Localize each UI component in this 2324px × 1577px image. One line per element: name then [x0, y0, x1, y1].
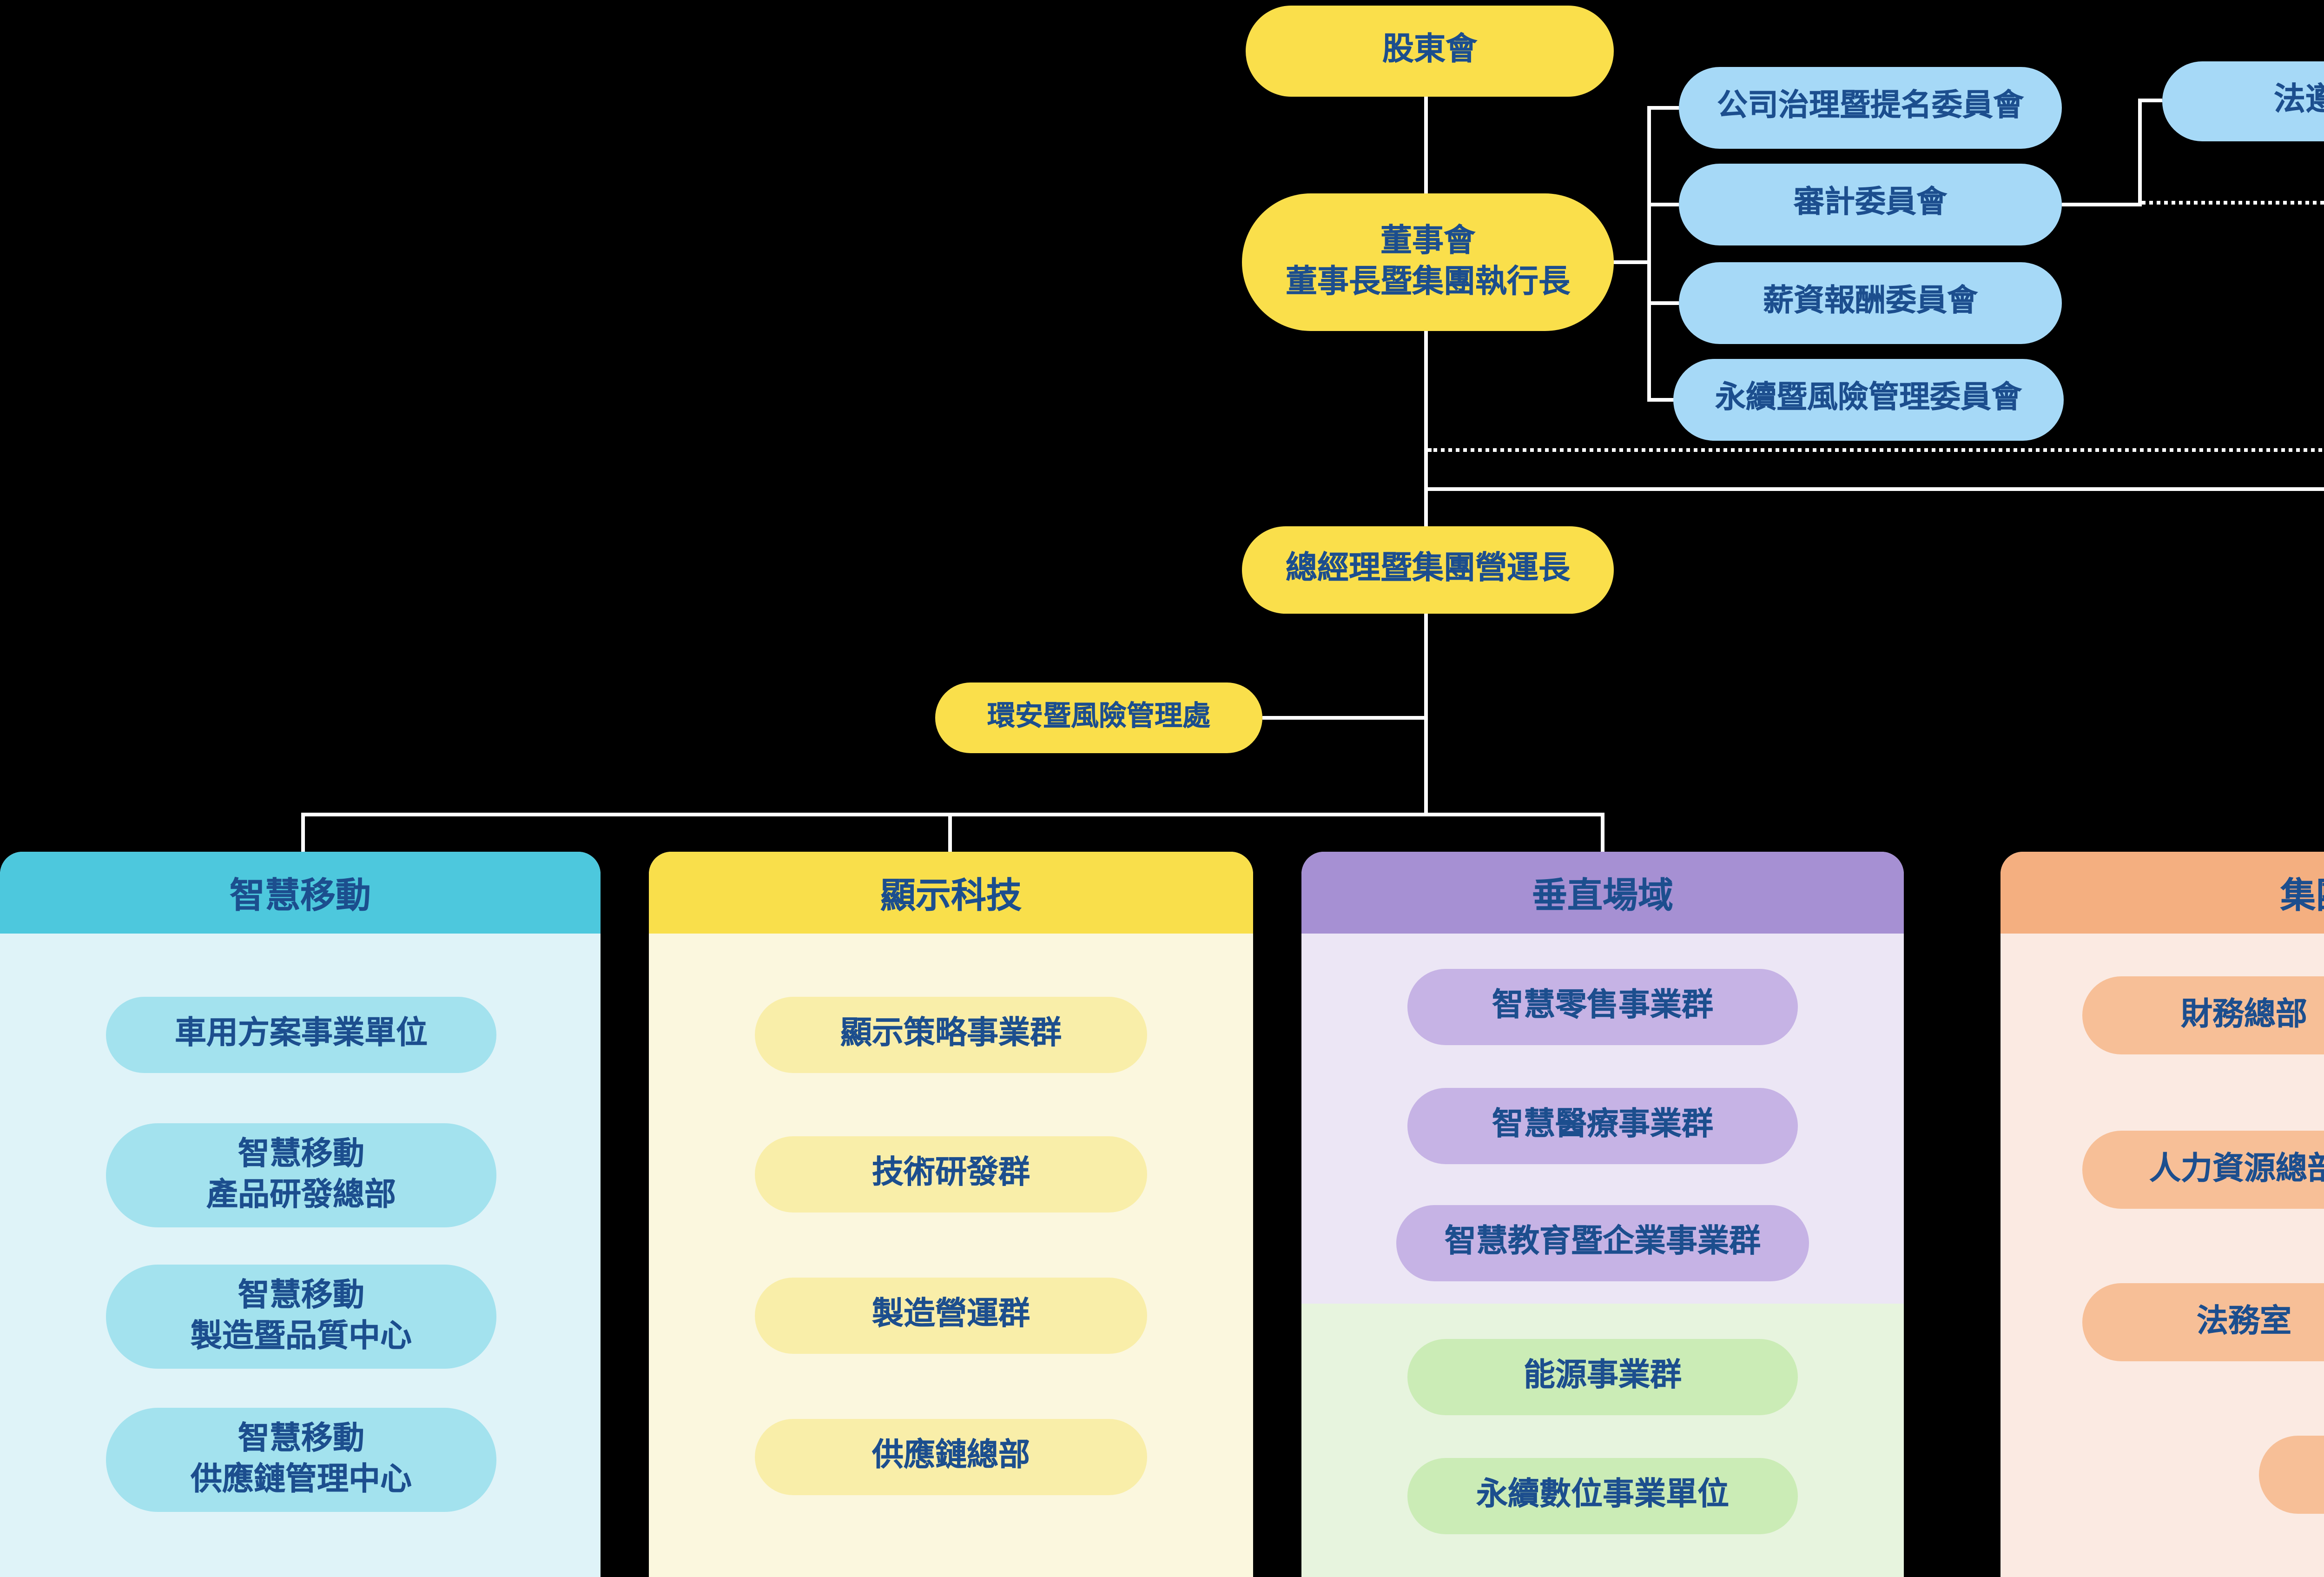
line-board-president [1424, 331, 1428, 526]
unit-label: 顯示策略事業群 [840, 1016, 1062, 1052]
unit-label: 製造暨品質中心 [191, 1319, 412, 1354]
unit-pill: 財務總部 [2082, 976, 2324, 1054]
line-committee-stub-3 [1647, 301, 1679, 305]
unit-pill: 智慧移動 供應鏈管理中心 [106, 1408, 496, 1512]
unit-label: 永續數位事業單位 [1476, 1477, 1729, 1513]
dotted-audit-right [2142, 201, 2324, 205]
unit-pill: 智慧移動 產品研發總部 [106, 1123, 496, 1227]
node-governance-nomination-committee: 公司治理暨提名委員會 [1679, 67, 2062, 149]
unit-label: 智慧教育暨企業事業群 [1445, 1224, 1761, 1260]
unit-label: 製造營運群 [872, 1297, 1030, 1332]
node-president-coo: 總經理暨集團營運長 [1242, 526, 1614, 614]
node-label: 公司治理暨提名委員會 [1717, 90, 2024, 124]
line-committee-stub-4 [1647, 398, 1679, 402]
unit-label: 智慧移動 [238, 1136, 364, 1172]
unit-pill: 車用方案事業單位 [106, 997, 496, 1073]
unit-pill: 智慧零售事業群 [1407, 969, 1798, 1045]
node-audit-committee: 審計委員會 [1679, 164, 2062, 245]
unit-pill: 技術研發群 [755, 1136, 1147, 1213]
node-label: 法遵總顧問 [2274, 82, 2324, 118]
node-compensation-committee: 薪資報酬委員會 [1679, 262, 2062, 344]
division-card-smart-mobility: 智慧移動 車用方案事業單位 智慧移動 產品研發總部 智慧移動 製造暨品質中心 智… [0, 852, 601, 1577]
unit-pill: 智慧醫療事業群 [1407, 1088, 1798, 1164]
division-card-group-support: 集團營運支援單位 財務總部 數位技術發展總部 人力資源總部 永續發展總部 法務室… [2000, 852, 2324, 1577]
node-sustainability-risk-committee: 永續暨風險管理委員會 [1673, 359, 2064, 441]
line-drop-display [948, 813, 952, 854]
node-label: 董事長暨集團執行長 [1286, 264, 1570, 299]
unit-label: 法務室 [2197, 1303, 2291, 1339]
line-drop-mobility [301, 813, 305, 854]
line-support-branch-h [1424, 487, 2324, 491]
line-audit-compliance-h [2062, 203, 2142, 206]
unit-label: 能源事業群 [1524, 1358, 1682, 1394]
line-board-committees [1614, 260, 1649, 264]
unit-label: 產品研發總部 [206, 1177, 396, 1213]
unit-label: 人力資源總部 [2149, 1151, 2324, 1186]
unit-label: 財務總部 [2181, 996, 2307, 1032]
dotted-board-level [1428, 448, 2324, 452]
division-card-display-technology: 顯示科技 顯示策略事業群 技術研發群 製造營運群 供應鏈總部 [649, 852, 1253, 1577]
division-header-display-technology: 顯示科技 [649, 852, 1253, 934]
unit-pill: 智慧移動 製造暨品質中心 [106, 1265, 496, 1369]
division-title: 垂直場域 [1532, 877, 1673, 916]
node-ehs-risk-division: 環安暨風險管理處 [935, 682, 1262, 753]
unit-label: 智慧醫療事業群 [1492, 1107, 1713, 1143]
line-president-divisions [1424, 614, 1428, 815]
line-division-distribution [301, 813, 1604, 816]
unit-pill: 智慧教育暨企業事業群 [1396, 1205, 1809, 1281]
node-chief-compliance-counsel: 法遵總顧問 [2162, 61, 2324, 141]
node-board-of-directors: 董事會 董事長暨集團執行長 [1242, 193, 1614, 331]
unit-label: 智慧零售事業群 [1492, 988, 1713, 1024]
division-header-smart-mobility: 智慧移動 [0, 852, 601, 934]
unit-pill: 顯示策略事業群 [755, 997, 1147, 1073]
line-shareholders-board [1424, 97, 1428, 195]
unit-pill: 製造營運群 [755, 1278, 1147, 1354]
division-header-vertical-domains: 垂直場域 [1301, 852, 1904, 934]
unit-label: 技術研發群 [872, 1155, 1030, 1191]
division-title: 顯示科技 [880, 877, 1022, 916]
node-label: 審計委員會 [1794, 186, 1947, 220]
unit-label: 智慧移動 [238, 1420, 364, 1456]
line-audit-compliance-v [2138, 99, 2142, 206]
unit-pill: 永續數位事業單位 [1407, 1458, 1798, 1534]
line-drop-vertical [1601, 813, 1604, 854]
division-header-group-support: 集團營運支援單位 [2000, 852, 2324, 934]
division-card-vertical-domains: 垂直場域 智慧零售事業群 智慧醫療事業群 智慧教育暨企業事業群 能源事業群 永續… [1301, 852, 1904, 1577]
unit-label: 車用方案事業單位 [175, 1016, 428, 1052]
unit-label: 智慧移動 [238, 1277, 364, 1313]
node-shareholders-meeting: 股東會 [1246, 6, 1614, 97]
unit-label: 供應鏈總部 [872, 1438, 1030, 1474]
division-title: 智慧移動 [229, 877, 371, 916]
unit-pill: 人力資源總部 [2082, 1131, 2324, 1209]
node-label: 董事會 [1380, 223, 1475, 258]
division-title: 集團營運支援單位 [2280, 877, 2324, 916]
line-committee-bracket [1647, 106, 1651, 400]
unit-pill: 法務室 [2082, 1283, 2324, 1361]
unit-label: 供應鏈管理中心 [191, 1462, 412, 1497]
node-label: 環安暨風險管理處 [987, 702, 1210, 733]
node-label: 總經理暨集團營運長 [1286, 551, 1570, 587]
unit-pill: 供應鏈總部 [755, 1419, 1147, 1495]
unit-pill: 能源事業群 [1407, 1339, 1798, 1415]
line-audit-compliance-h2 [2138, 99, 2162, 102]
line-committee-stub-2 [1647, 203, 1679, 206]
line-ehs-connector [1262, 716, 1426, 720]
line-committee-stub-1 [1647, 106, 1679, 110]
unit-pill-audit-division: 稽核管理處 [2259, 1436, 2324, 1514]
node-label: 薪資報酬委員會 [1763, 285, 1978, 319]
node-label: 永續暨風險管理委員會 [1715, 382, 2022, 416]
node-label: 股東會 [1382, 32, 1477, 68]
